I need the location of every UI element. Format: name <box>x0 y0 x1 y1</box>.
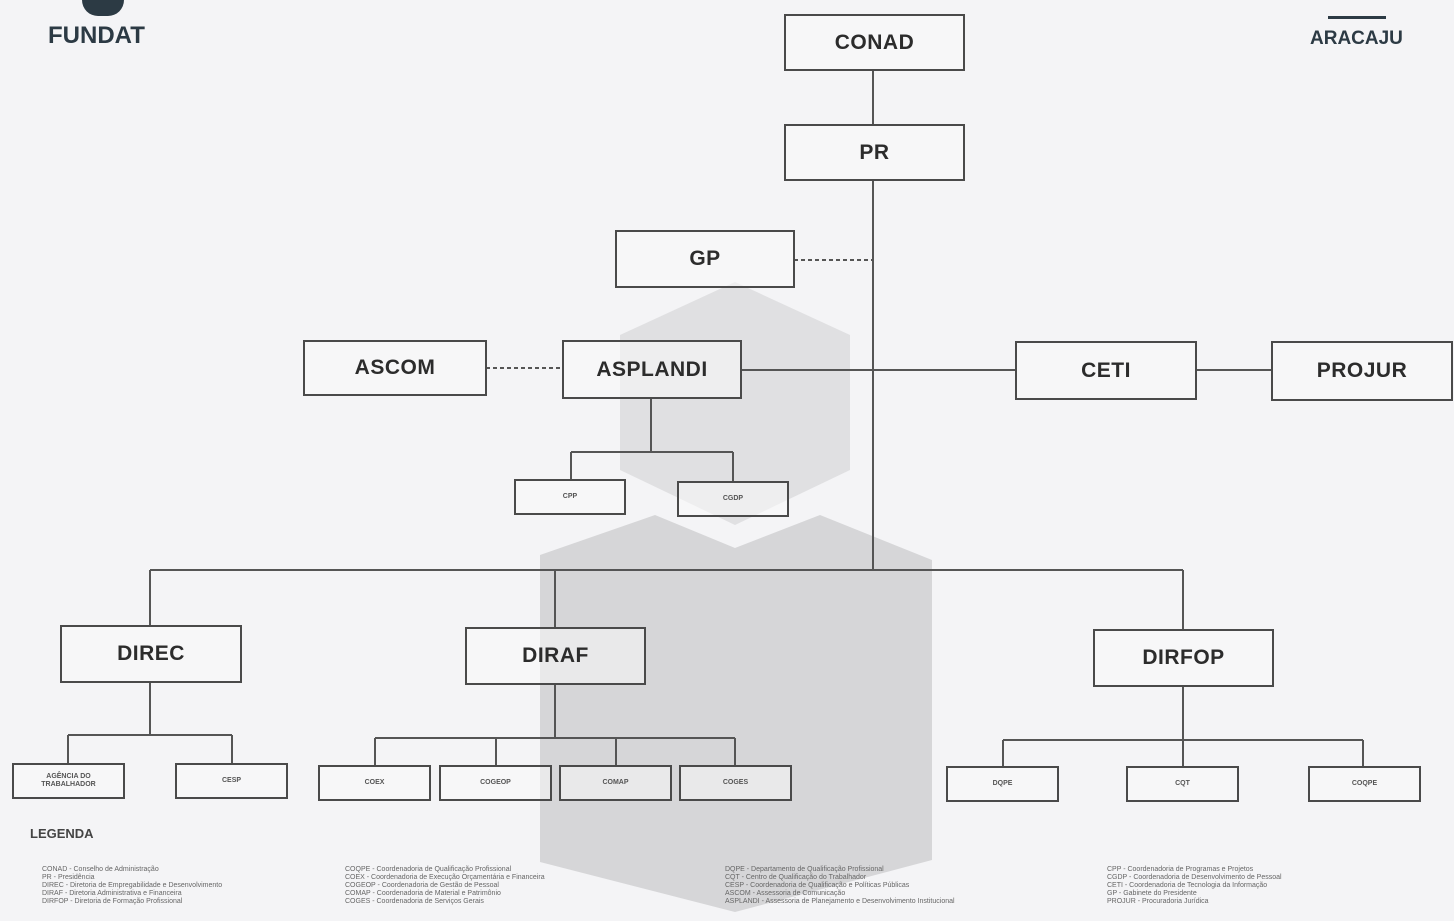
legend-item: COEX - Coordenadoria de Execução Orçamen… <box>345 874 545 881</box>
direc-box: DIREC <box>60 625 242 683</box>
fundat-logo: FUNDAT <box>48 22 145 49</box>
pr-box: PR <box>784 124 965 181</box>
legend-item: COGEOP - Coordenadoria de Gestão de Pess… <box>345 882 499 889</box>
legend-title: LEGENDA <box>30 826 94 841</box>
legend-column-4: CPP - Coordenadoria de Programas e Proje… <box>1107 866 1282 906</box>
ceti-box: CETI <box>1015 341 1197 400</box>
cesp-box: CESP <box>175 763 288 799</box>
legend-item: DIRFOP - Diretoria de Formação Profissio… <box>42 898 183 905</box>
legend-item: DQPE - Departamento de Qualificação Prof… <box>725 866 884 873</box>
legend-item: DIRAF - Diretoria Administrativa e Finan… <box>42 890 182 897</box>
legend-item: CPP - Coordenadoria de Programas e Proje… <box>1107 866 1254 873</box>
legend-item: COQPE - Coordenadoria de Qualificação Pr… <box>345 866 512 873</box>
legend-item: CESP - Coordenadoria de Qualificação e P… <box>725 882 910 889</box>
asplandi-box: ASPLANDI <box>562 340 742 399</box>
coges-box: COGES <box>679 765 792 801</box>
dqpe-box: DQPE <box>946 766 1059 802</box>
cogeop-box: COGEOP <box>439 765 552 801</box>
aracaju-logo: ARACAJU <box>1310 28 1403 49</box>
legend-item: CETI - Coordenadoria de Tecnologia da In… <box>1107 882 1268 889</box>
legend-item: PROJUR - Procuradoria Jurídica <box>1107 898 1209 905</box>
coqpe-box: COQPE <box>1308 766 1421 802</box>
gp-box: GP <box>615 230 795 288</box>
legend-column-2: COQPE - Coordenadoria de Qualificação Pr… <box>345 866 545 906</box>
fundat-logo-mark <box>82 0 124 16</box>
ascom-box: ASCOM <box>303 340 487 396</box>
legend-item: COMAP - Coordenadoria de Material e Patr… <box>345 890 501 897</box>
legend-item: ASPLANDI - Assessoria de Planejamento e … <box>725 898 955 905</box>
legend-item: COGES - Coordenadoria de Serviços Gerais <box>345 898 484 905</box>
coex-box: COEX <box>318 765 431 801</box>
legend-item: GP - Gabinete do Presidente <box>1107 890 1197 897</box>
aracaju-logo-mark <box>1328 0 1386 19</box>
comap-box: COMAP <box>559 765 672 801</box>
conad-box: CONAD <box>784 14 965 71</box>
legend-column-1: CONAD - Conselho de Administração PR - P… <box>42 866 222 906</box>
cqt-box: CQT <box>1126 766 1239 802</box>
cpp-box: CPP <box>514 479 626 515</box>
agencia-trabalhador-box: AGÊNCIA DO TRABALHADOR <box>12 763 125 799</box>
legend-item: PR - Presidência <box>42 874 95 881</box>
legend-item: ASCOM - Assessoria de Comunicação <box>725 890 846 897</box>
diraf-box: DIRAF <box>465 627 646 685</box>
legend-item: CQT - Centro de Qualificação do Trabalha… <box>725 874 867 881</box>
legend-item: CGDP - Coordenadoria de Desenvolvimento … <box>1107 874 1282 881</box>
dirfop-box: DIRFOP <box>1093 629 1274 687</box>
legend-column-3: DQPE - Departamento de Qualificação Prof… <box>725 866 955 906</box>
legend-item: CONAD - Conselho de Administração <box>42 866 159 873</box>
projur-box: PROJUR <box>1271 341 1453 401</box>
legend-item: DIREC - Diretoria de Empregabilidade e D… <box>42 882 223 889</box>
cgdp-box: CGDP <box>677 481 789 517</box>
